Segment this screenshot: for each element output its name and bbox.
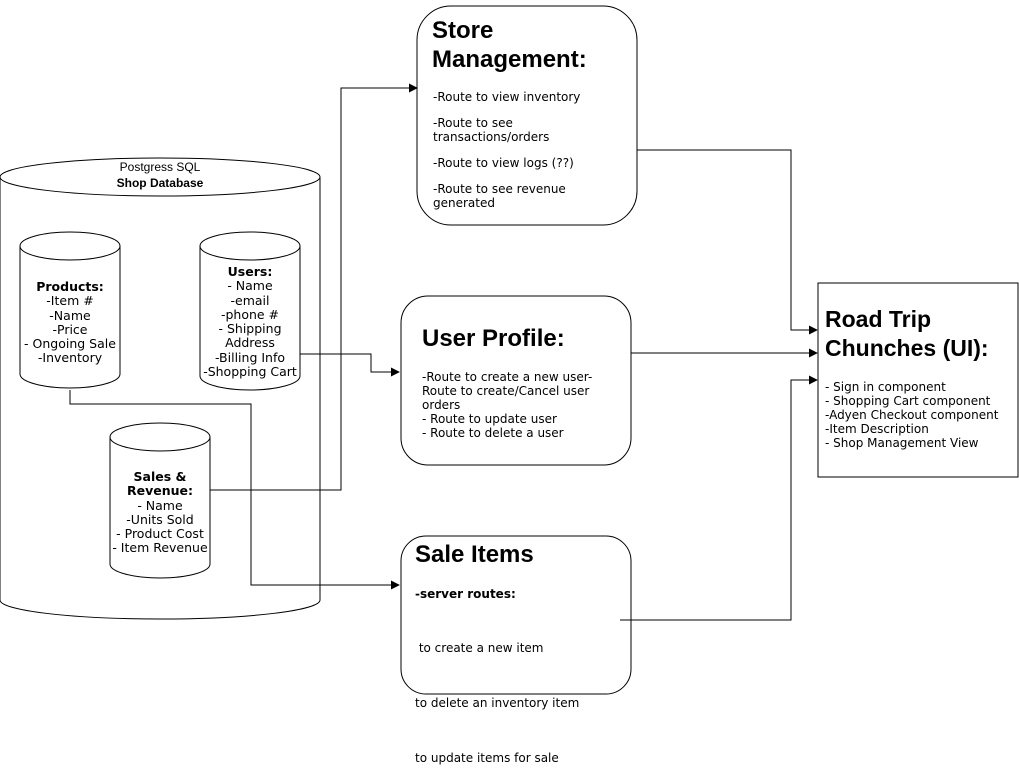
sale-items-subtitle: -server routes: bbox=[415, 587, 516, 601]
sale-items-routes: to create a new item to delete an invent… bbox=[415, 613, 579, 779]
route-item: -Route to see revenue bbox=[433, 182, 566, 196]
store-management-box bbox=[416, 5, 638, 226]
ui-title-line: Road Trip bbox=[825, 306, 932, 332]
users-cylinder bbox=[199, 231, 301, 391]
user-profile-title: User Profile: bbox=[422, 325, 565, 352]
store-management-title-line: Management: bbox=[432, 46, 587, 73]
route-item: -Route to view inventory bbox=[433, 90, 581, 104]
sales-revenue-title: Revenue: bbox=[126, 483, 193, 499]
store-management-routes: -Route to view inventory -Route to see t… bbox=[433, 90, 580, 210]
store-management-title: Store Management: bbox=[432, 16, 587, 74]
ui-title: Road Trip Chunches (UI): bbox=[825, 305, 989, 363]
route-item: -Route to see bbox=[433, 116, 513, 130]
user-profile-routes: -Route to create a new user- Route to cr… bbox=[422, 370, 592, 440]
sales-revenue-field: -Units Sold bbox=[126, 511, 194, 527]
users-field: Address bbox=[225, 335, 275, 351]
user-profile-box bbox=[400, 295, 632, 466]
sales-revenue-entity: Sales & Revenue: - Name -Units Sold - Pr… bbox=[105, 469, 215, 556]
route-item: orders bbox=[422, 398, 461, 412]
products-field: -Price bbox=[52, 321, 88, 337]
route-item: - Route to update user bbox=[422, 412, 557, 426]
products-entity: Products: -Item # -Name -Price - Ongoing… bbox=[20, 279, 120, 366]
sales-revenue-field: - Product Cost bbox=[116, 526, 204, 542]
database-engine-label: Postgress SQL bbox=[119, 160, 201, 174]
connector-sales-to-store-management bbox=[210, 83, 418, 491]
users-field: -email bbox=[230, 292, 270, 308]
architecture-diagram bbox=[0, 5, 1019, 695]
users-field: - Shipping bbox=[218, 321, 282, 337]
ui-component-item: - Sign in component bbox=[825, 380, 946, 394]
users-entity: Users: - Name -email -phone # - Shipping… bbox=[195, 264, 305, 380]
sales-revenue-title: Sales & bbox=[133, 469, 187, 484]
products-title: Products: bbox=[36, 279, 104, 294]
ui-component-item: -Item Description bbox=[825, 422, 929, 436]
sales-revenue-field: - Name bbox=[137, 497, 183, 513]
products-field: -Item # bbox=[46, 293, 94, 309]
route-item: transactions/orders bbox=[433, 130, 550, 144]
route-item: -Route to create a new user- bbox=[422, 370, 593, 384]
products-cylinder bbox=[19, 231, 121, 389]
sales-revenue-field: - Item Revenue bbox=[112, 540, 208, 556]
ui-component-item: - Shopping Cart component bbox=[825, 394, 991, 408]
connector-users-to-user-profile bbox=[300, 353, 400, 377]
sale-items-title: Sale Items bbox=[415, 541, 534, 568]
ui-component-item: - Shop Management View bbox=[825, 436, 979, 450]
route-item: to delete an inventory item bbox=[415, 696, 580, 710]
ui-component-item: -Adyen Checkout component bbox=[825, 408, 999, 422]
ui-components: - Sign in component - Shopping Cart comp… bbox=[825, 380, 998, 450]
route-item: - Route to delete a user bbox=[422, 426, 564, 440]
connector-products-to-sale-items bbox=[69, 390, 400, 590]
route-item: to update items for sale bbox=[415, 751, 559, 765]
users-field: - Name bbox=[227, 278, 273, 294]
route-item: generated bbox=[433, 196, 495, 210]
connector-store-management-to-ui bbox=[637, 149, 818, 335]
products-field: -Name bbox=[49, 307, 91, 323]
users-field: -Shopping Cart bbox=[203, 364, 297, 380]
database-name-label: Shop Database bbox=[116, 176, 204, 190]
route-item: Route to create/Cancel user bbox=[422, 384, 590, 398]
products-field: - Ongoing Sale bbox=[24, 336, 116, 352]
ui-title-line: Chunches (UI): bbox=[825, 335, 989, 361]
sales-revenue-cylinder bbox=[109, 422, 211, 579]
connector-sale-items-to-ui bbox=[620, 375, 818, 621]
route-item: -Route to view logs (??) bbox=[433, 156, 574, 170]
users-field: -phone # bbox=[220, 306, 280, 322]
ui-box bbox=[817, 282, 1019, 478]
route-item: to create a new item bbox=[415, 641, 544, 655]
sale-items-box bbox=[400, 535, 632, 695]
users-field: -Billing Info bbox=[214, 349, 286, 365]
products-field: -Inventory bbox=[37, 350, 103, 366]
users-title: Users: bbox=[227, 264, 273, 279]
store-management-title-line: Store bbox=[432, 17, 494, 44]
